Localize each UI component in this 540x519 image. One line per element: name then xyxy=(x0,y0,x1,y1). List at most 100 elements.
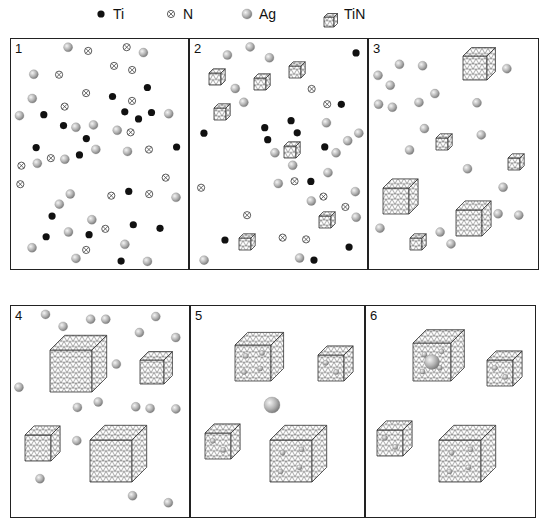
ti-atom xyxy=(221,236,228,243)
ag-atom xyxy=(139,48,148,57)
ag-atom xyxy=(352,213,361,222)
ag-atom xyxy=(171,333,180,342)
ag-atom xyxy=(120,240,129,249)
n-atom xyxy=(127,129,134,136)
ag-atom xyxy=(418,61,427,70)
ti-atom xyxy=(33,144,40,151)
n-atom xyxy=(145,146,152,153)
ag-atom xyxy=(259,350,264,355)
ag-atom xyxy=(55,200,64,209)
ag-atom xyxy=(123,147,132,156)
tin-cube xyxy=(410,234,426,250)
ag-atom xyxy=(270,148,279,157)
tin-cube xyxy=(254,74,270,90)
ag-atom xyxy=(265,53,274,62)
tin-cube xyxy=(50,335,107,392)
ag-atom xyxy=(382,435,387,440)
ag-atom xyxy=(422,352,427,357)
n-atom xyxy=(55,71,62,78)
ag-atom xyxy=(171,404,180,413)
ag-atom xyxy=(15,111,24,120)
ti-atom xyxy=(310,256,317,263)
ag-atom xyxy=(420,124,429,133)
ag-atom xyxy=(376,224,385,233)
stage-panel: 2 xyxy=(189,38,368,270)
ag-atom xyxy=(502,64,511,73)
ti-atom xyxy=(43,233,50,240)
ag-atom xyxy=(414,98,423,107)
ag-atom xyxy=(231,84,240,93)
ag-atom xyxy=(388,103,397,112)
stage-panel: 6 xyxy=(365,305,536,518)
ag-atom xyxy=(420,369,425,374)
ag-atom xyxy=(447,239,456,248)
ag-atom xyxy=(503,374,508,379)
ag-atom xyxy=(405,146,414,155)
ag-atom xyxy=(324,168,333,177)
ag-atom xyxy=(66,189,75,198)
ag-atom xyxy=(164,109,173,118)
tin-cube xyxy=(239,234,255,250)
n-atom xyxy=(108,192,115,199)
n-atom xyxy=(342,203,349,210)
ag-atom xyxy=(164,498,173,507)
tin-cube xyxy=(436,134,452,150)
ag-atom xyxy=(492,365,497,370)
tin-cube xyxy=(463,48,495,80)
ag-atom xyxy=(395,60,404,69)
ti-atom xyxy=(85,231,92,238)
ag-atom xyxy=(463,164,472,173)
ti-atom xyxy=(135,115,142,122)
ag-atom xyxy=(101,315,110,324)
ag-atom xyxy=(278,469,283,474)
ti-atom xyxy=(125,188,132,195)
ti-atom xyxy=(321,143,328,150)
n-atom xyxy=(167,10,174,17)
ag-atom xyxy=(477,130,486,139)
ag-atom xyxy=(322,118,331,127)
ag-atom xyxy=(295,254,304,263)
ti-atom xyxy=(261,124,268,131)
tin-cube xyxy=(383,179,418,214)
ag-atom xyxy=(264,397,280,413)
ag-atom xyxy=(35,474,44,483)
stage-panel: 5 xyxy=(190,305,365,518)
ag-atom xyxy=(172,193,181,202)
ti-atom xyxy=(144,84,151,91)
stage-panel: 1 xyxy=(10,38,189,270)
tin-cube xyxy=(508,154,524,170)
panel-number: 4 xyxy=(15,309,22,323)
ag-atom xyxy=(274,179,283,188)
ag-atom xyxy=(374,100,383,109)
ag-atom xyxy=(91,145,100,154)
ag-atom xyxy=(343,136,352,145)
n-atom xyxy=(302,236,309,243)
n-atom xyxy=(85,47,92,54)
n-atom xyxy=(324,101,331,108)
ag-atom xyxy=(60,155,69,164)
ti-atom xyxy=(83,135,90,142)
ag-atom xyxy=(494,209,503,218)
ag-atom xyxy=(393,444,398,449)
stage-panel: 4 xyxy=(10,305,190,518)
ti-atom xyxy=(109,93,116,100)
n-atom xyxy=(197,184,204,191)
n-atom xyxy=(128,97,135,104)
ti-atom xyxy=(173,143,180,150)
ag-atom xyxy=(221,447,226,452)
n-atom xyxy=(102,225,109,232)
legend-label: Ti xyxy=(113,6,124,22)
ag-atom xyxy=(28,243,37,252)
ag-atom xyxy=(41,310,50,319)
ag-atom xyxy=(210,438,215,443)
tin-cube xyxy=(284,142,300,158)
ti-atom xyxy=(97,10,104,17)
tin-cube xyxy=(289,62,305,78)
ag-atom xyxy=(72,254,81,263)
ag-atom xyxy=(59,322,68,331)
ag-atom xyxy=(242,9,252,19)
ti-atom xyxy=(40,111,47,118)
tin-cube xyxy=(209,69,225,85)
tin-cube xyxy=(318,346,353,381)
ag-atom xyxy=(72,436,81,445)
